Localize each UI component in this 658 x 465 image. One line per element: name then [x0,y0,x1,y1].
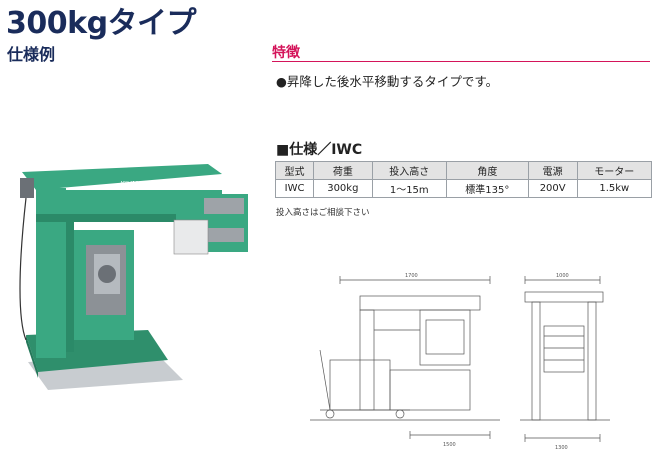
table-row: IWC 300kg 1～15m 標準135° 200V 1.5kw [274,179,653,198]
spec-col-header: 型式 [274,161,315,180]
features-divider [272,61,650,62]
dim-bottom-left: 1500 [443,442,456,448]
spec-cell: 200V [527,179,578,198]
page-title: 300kgタイプ [6,6,197,41]
spec-col-header: 角度 [445,161,529,180]
spec-heading: ■仕様／IWC [276,142,363,158]
technical-drawing: 1700 1000 1500 1300 [310,273,610,451]
spec-col-header: 投入高さ [371,161,447,180]
dim-top-right: 1000 [556,273,569,279]
brand-label: KIUMON [120,180,149,188]
dim-top-left: 1700 [405,273,418,279]
machine-photo: KIUMON [19,164,248,390]
spec-col-header: モーター [576,161,653,180]
spec-cell: 標準135° [445,179,529,198]
spec-cell: IWC [274,179,315,198]
spec-cell: 1～15m [371,179,447,198]
spec-cell: 300kg [313,179,373,198]
spec-col-header: 電源 [527,161,578,180]
features-text: ●昇降した後水平移動するタイプです。 [276,74,499,89]
spec-table: 型式 荷重 投入高さ 角度 電源 モーター IWC 300kg 1～15m 標準… [274,161,653,198]
spec-note: 投入高さはご相談下さい [276,208,370,218]
dim-bottom-right: 1300 [555,445,568,451]
spec-col-header: 荷重 [313,161,373,180]
spec-header-row: 型式 荷重 投入高さ 角度 電源 モーター [274,161,653,180]
spec-cell: 1.5kw [576,179,653,198]
features-heading: 特徴 [272,45,300,61]
page-subtitle: 仕様例 [7,45,56,64]
